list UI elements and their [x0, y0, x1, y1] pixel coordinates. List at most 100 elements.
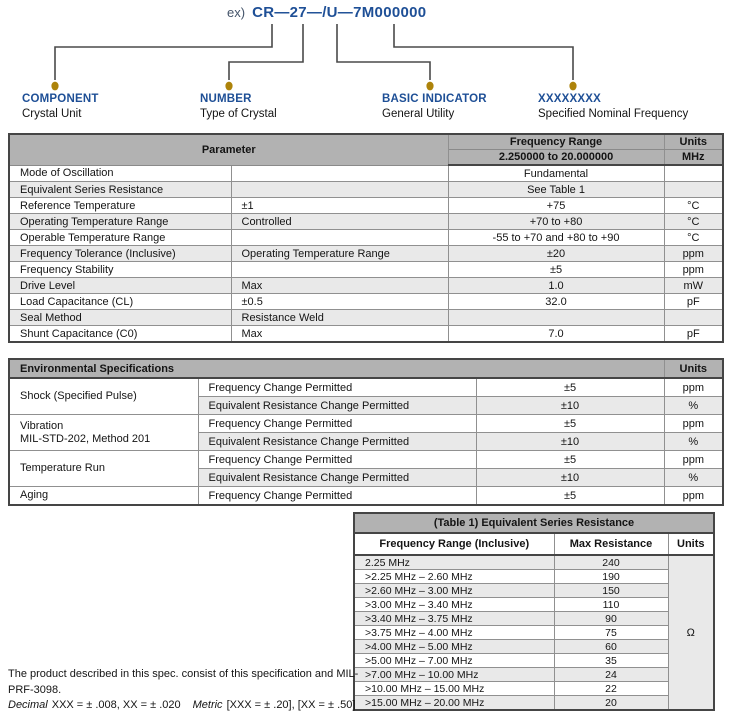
- esr-table: (Table 1) Equivalent Series Resistance F…: [353, 512, 716, 711]
- table-row: Shock (Specified Pulse) Frequency Change…: [8, 377, 724, 415]
- table-row: 2.25 MHz 240 Ω: [353, 554, 715, 711]
- param-name-cell: Load Capacitance (CL): [8, 293, 232, 310]
- table-row: >4.00 MHz – 5.00 MHz 60: [353, 639, 714, 654]
- esr-range-cell: >4.00 MHz – 5.00 MHz: [353, 639, 555, 654]
- param-cond-cell: [230, 181, 449, 198]
- param-name-cell: Drive Level: [8, 277, 232, 294]
- param-value-cell: ±5: [447, 261, 665, 278]
- table-row: Frequency Tolerance (Inclusive) Operatin…: [8, 245, 724, 262]
- param-value-cell: 32.0: [447, 293, 665, 310]
- esr-max-cell: 190: [553, 569, 669, 584]
- callout-number: NUMBER Type of Crystal: [200, 92, 277, 122]
- table-row: >2.60 MHz – 3.00 MHz 150: [353, 583, 714, 598]
- callout-label: NUMBER: [200, 93, 252, 105]
- env-group-name: Shock (Specified Pulse): [20, 390, 137, 402]
- callout-desc: Type of Crystal: [200, 108, 277, 120]
- callout-component: COMPONENT Crystal Unit: [22, 92, 99, 122]
- footnote: The product described in this spec. cons…: [8, 667, 364, 714]
- param-unit-cell: mW: [663, 277, 724, 294]
- param-name-cell: Reference Temperature: [8, 197, 232, 214]
- table-row: Equivalent Resistance Change Permitted ±…: [9, 468, 724, 487]
- env-unit-cell: ppm: [663, 450, 724, 469]
- callout-desc: Specified Nominal Frequency: [538, 108, 689, 120]
- env-unit-cell: %: [663, 396, 724, 415]
- esr-range-cell: >5.00 MHz – 7.00 MHz: [353, 653, 555, 668]
- esr-range-header: Frequency Range (Inclusive): [353, 532, 555, 556]
- param-cond-cell: Max: [230, 325, 449, 343]
- env-test-cell: Equivalent Resistance Change Permitted: [197, 396, 477, 415]
- part-number-title: ex) CR—27—/U—7M000000: [227, 4, 426, 21]
- env-group-name: Vibration: [20, 419, 64, 432]
- units-header: Units: [663, 133, 724, 150]
- param-name-cell: Equivalent Series Resistance: [8, 181, 232, 198]
- param-value-cell: -55 to +70 and +80 to +90: [447, 229, 665, 246]
- callout-label: BASIC INDICATOR: [382, 93, 487, 105]
- param-cond-cell: [230, 261, 449, 278]
- table-row: Mode of Oscillation Fundamental: [8, 164, 724, 182]
- table-row: Parameter Frequency Range Units: [8, 133, 724, 166]
- units-value-header: MHz: [663, 149, 724, 166]
- decimal-values: XXX = ± .008, XX = ± .020: [51, 699, 181, 711]
- env-value-cell: ±5: [475, 450, 665, 469]
- table-row: Frequency Stability ±5 ppm: [8, 261, 724, 278]
- table-row: Seal Method Resistance Weld: [8, 309, 724, 326]
- table-row: >15.00 MHz – 20.00 MHz 20: [353, 695, 714, 711]
- table-row: >3.00 MHz – 3.40 MHz 110: [353, 597, 714, 612]
- decimal-label: Decimal: [8, 699, 48, 711]
- esr-range-cell: 2.25 MHz: [353, 554, 555, 570]
- table-row: Equivalent Series Resistance See Table 1: [8, 181, 724, 198]
- env-test-cell: Frequency Change Permitted: [197, 377, 477, 397]
- param-unit-cell: [663, 309, 724, 326]
- param-unit-cell: pF: [663, 293, 724, 310]
- param-cond-cell: ±1: [230, 197, 449, 214]
- param-value-cell: Fundamental: [447, 164, 665, 182]
- param-unit-cell: pF: [663, 325, 724, 343]
- param-name-cell: Shunt Capacitance (C0): [8, 325, 232, 343]
- env-test-cell: Frequency Change Permitted: [197, 450, 477, 469]
- esr-max-cell: 20: [553, 695, 669, 711]
- callout-label: XXXXXXXX: [538, 93, 601, 105]
- parameter-header: Parameter: [8, 133, 449, 166]
- esr-max-cell: 60: [553, 639, 669, 654]
- env-group-cell: Shock (Specified Pulse): [8, 377, 199, 415]
- env-value-cell: ±10: [475, 432, 665, 451]
- param-cond-cell: ±0.5: [230, 293, 449, 310]
- table-row: Reference Temperature ±1 +75 °C: [8, 197, 724, 214]
- callout-desc: General Utility: [382, 108, 455, 120]
- esr-range-cell: >3.00 MHz – 3.40 MHz: [353, 597, 555, 612]
- esr-unit-cell: Ω: [667, 554, 715, 711]
- table-row: Operable Temperature Range -55 to +70 an…: [8, 229, 724, 246]
- param-cond-cell: Resistance Weld: [230, 309, 449, 326]
- param-value-cell: +70 to +80: [447, 213, 665, 230]
- esr-range-cell: >7.00 MHz – 10.00 MHz: [353, 667, 555, 682]
- table-row: Aging Frequency Change Permitted ±5 ppm: [8, 486, 724, 506]
- env-value-cell: ±10: [475, 468, 665, 487]
- table-row: >5.00 MHz – 7.00 MHz 35: [353, 653, 714, 668]
- table-row: Equivalent Resistance Change Permitted ±…: [9, 396, 724, 415]
- env-test-cell: Frequency Change Permitted: [197, 414, 477, 433]
- part-number-diagram: ex) CR—27—/U—7M000000 COMPONENT Crystal …: [0, 0, 730, 132]
- table-row: Equivalent Resistance Change Permitted ±…: [9, 432, 724, 451]
- param-name-cell: Operating Temperature Range: [8, 213, 232, 230]
- env-units-header: Units: [663, 358, 724, 379]
- esr-units-header: Units: [667, 532, 715, 556]
- param-cond-cell: Controlled: [230, 213, 449, 230]
- param-value-cell: 7.0: [447, 325, 665, 343]
- esr-max-cell: 24: [553, 667, 669, 682]
- env-unit-cell: ppm: [663, 414, 724, 433]
- param-value-cell: ±20: [447, 245, 665, 262]
- table-row: Shunt Capacitance (C0) Max 7.0 pF: [8, 325, 724, 343]
- env-unit-cell: ppm: [663, 377, 724, 397]
- esr-max-cell: 110: [553, 597, 669, 612]
- env-unit-cell: %: [663, 432, 724, 451]
- env-value-cell: ±5: [475, 414, 665, 433]
- esr-range-cell: >3.40 MHz – 3.75 MHz: [353, 611, 555, 626]
- esr-max-cell: 35: [553, 653, 669, 668]
- esr-max-cell: 240: [553, 554, 669, 570]
- param-unit-cell: °C: [663, 197, 724, 214]
- table-row: Frequency Range (Inclusive) Max Resistan…: [353, 532, 715, 556]
- table-row: (Table 1) Equivalent Series Resistance: [353, 512, 715, 534]
- frequency-range-header: Frequency Range: [447, 133, 665, 150]
- callout-basic-indicator: BASIC INDICATOR General Utility: [382, 92, 487, 122]
